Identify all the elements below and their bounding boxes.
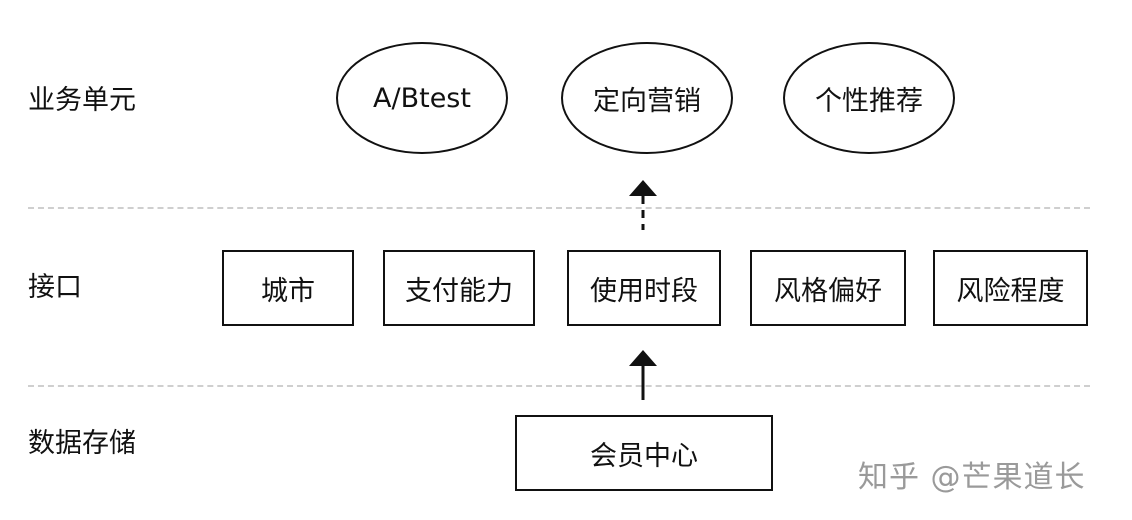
arrow-up-solid xyxy=(629,350,657,400)
arrow-up-dashed xyxy=(629,180,657,230)
business-unit-personalized-recommendation: 个性推荐 xyxy=(783,42,955,154)
watermark-text: 知乎 @芒果道长 xyxy=(858,460,1086,495)
business-unit-ab-test: A/Btest xyxy=(336,42,508,154)
interface-usage-period: 使用时段 xyxy=(567,250,721,326)
business-unit-targeted-marketing: 定向营销 xyxy=(561,42,733,154)
divider-business-interface xyxy=(28,207,1090,209)
layer-label-storage: 数据存储 xyxy=(28,428,136,459)
interface-payment-ability: 支付能力 xyxy=(383,250,535,326)
arrowhead-up xyxy=(629,180,657,196)
layer-label-business: 业务单元 xyxy=(28,85,136,116)
arrowhead-up xyxy=(629,350,657,366)
interface-style-preference: 风格偏好 xyxy=(750,250,906,326)
storage-member-center: 会员中心 xyxy=(515,415,773,491)
layer-label-interface: 接口 xyxy=(28,272,82,303)
interface-city: 城市 xyxy=(222,250,354,326)
interface-risk-level: 风险程度 xyxy=(933,250,1088,326)
divider-interface-storage xyxy=(28,385,1090,387)
